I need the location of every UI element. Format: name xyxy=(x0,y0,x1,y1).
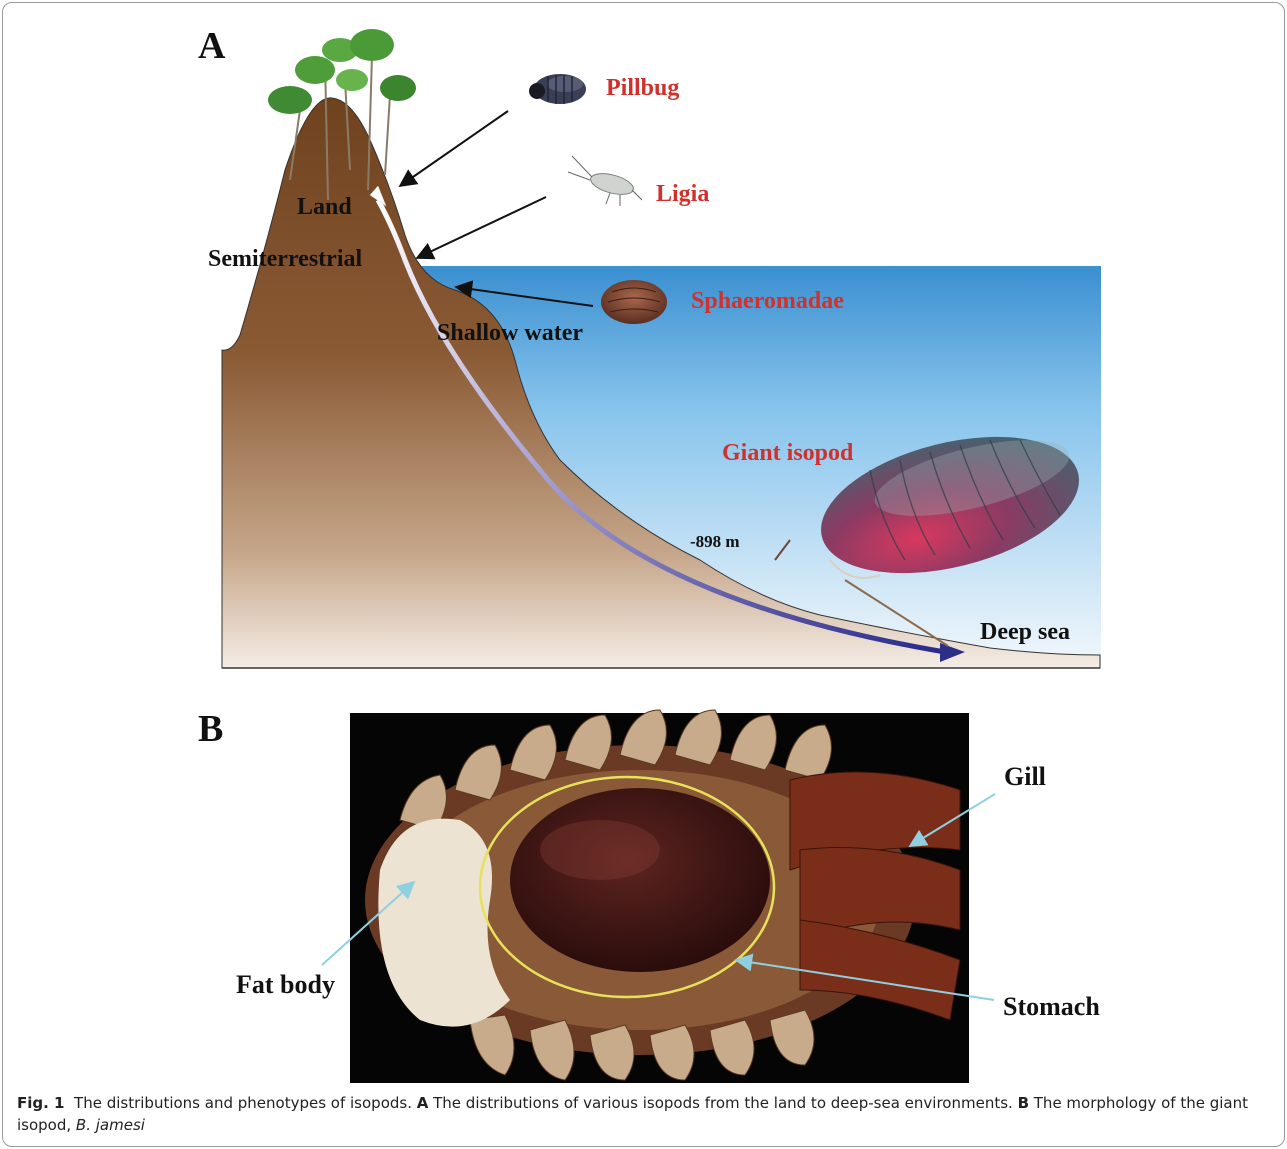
caption-fig-label: Fig. 1 xyxy=(17,1094,64,1112)
caption-b-label: B xyxy=(1018,1094,1029,1112)
gill-label: Gill xyxy=(1004,762,1046,791)
figure-caption: Fig. 1 The distributions and phenotypes … xyxy=(17,1092,1267,1136)
caption-a-label: A xyxy=(417,1094,429,1112)
caption-text-1: The distributions and phenotypes of isop… xyxy=(74,1094,417,1112)
stomach-label: Stomach xyxy=(1003,992,1100,1021)
stomach-tissue xyxy=(510,788,770,972)
caption-text-2: The distributions of various isopods fro… xyxy=(428,1094,1017,1112)
fat-body-label: Fat body xyxy=(236,970,335,999)
caption-species: B. jamesi xyxy=(76,1116,145,1134)
